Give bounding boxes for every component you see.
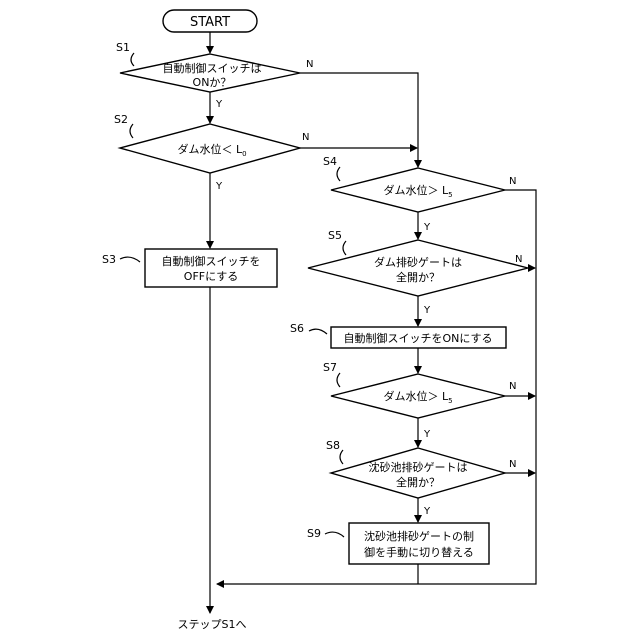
label-leader — [340, 450, 343, 464]
svg-text:全開か？: 全開か？ — [396, 270, 440, 284]
svg-text:ONか？: ONか？ — [193, 76, 232, 89]
svg-text:START: START — [190, 15, 230, 30]
yes-label: Y — [215, 181, 223, 192]
label-leader — [130, 124, 133, 138]
process-s9: 沈砂池排砂ゲートの制 御を手動に切り替える — [349, 523, 489, 564]
svg-text:沈砂池排砂ゲートは: 沈砂池排砂ゲートは — [369, 460, 468, 474]
decision-s4: ダム水位＞ L5 — [331, 168, 505, 212]
step-label-s7: S7 — [323, 361, 337, 374]
svg-text:ダム排砂ゲートは: ダム排砂ゲートは — [374, 255, 462, 269]
no-label: N — [509, 176, 516, 187]
label-leader — [343, 241, 346, 255]
step-label-s4: S4 — [323, 155, 337, 168]
step-label-s9: S9 — [307, 527, 321, 540]
step-label-s2: S2 — [114, 113, 128, 126]
step-label-s1: S1 — [116, 41, 130, 54]
no-label: N — [306, 59, 313, 70]
yes-label: Y — [423, 222, 431, 233]
connector — [300, 73, 418, 146]
yes-label: Y — [423, 305, 431, 316]
decision-s2: ダム水位＜ L0 — [120, 124, 300, 173]
label-leader — [337, 373, 340, 387]
end-text: ステップS1へ — [178, 618, 247, 631]
decision-s7: ダム水位＞ L5 — [331, 374, 505, 418]
svg-text:自動制御スイッチをONにする: 自動制御スイッチをONにする — [344, 331, 493, 345]
label-leader — [120, 257, 140, 262]
label-leader — [131, 53, 134, 66]
yes-label: Y — [215, 99, 223, 110]
svg-text:沈砂池排砂ゲートの制: 沈砂池排砂ゲートの制 — [364, 529, 474, 543]
decision-s1: 自動制御スイッチは ONか？ — [120, 54, 300, 92]
process-s6: 自動制御スイッチをONにする — [331, 327, 506, 348]
label-leader — [337, 167, 340, 181]
svg-text:自動制御スイッチは: 自動制御スイッチは — [163, 61, 262, 75]
no-label: N — [515, 254, 522, 265]
yes-label: Y — [423, 429, 431, 440]
label-leader — [309, 329, 327, 334]
step-label-s3: S3 — [102, 253, 116, 266]
no-label: N — [302, 132, 309, 143]
yes-label: Y — [423, 506, 431, 517]
step-label-s5: S5 — [328, 229, 342, 242]
decision-s5: ダム排砂ゲートは 全開か？ — [308, 240, 528, 296]
svg-text:ダム水位＞ L5: ダム水位＞ L5 — [383, 183, 452, 199]
svg-text:OFFにする: OFFにする — [184, 270, 238, 283]
decision-s8: 沈砂池排砂ゲートは 全開か？ — [331, 448, 505, 498]
process-s3: 自動制御スイッチを OFFにする — [145, 249, 277, 287]
svg-text:ダム水位＜ L0: ダム水位＜ L0 — [177, 142, 246, 158]
step-label-s8: S8 — [326, 439, 340, 452]
svg-text:全開か？: 全開か？ — [396, 475, 440, 489]
svg-text:御を手動に切り替える: 御を手動に切り替える — [364, 545, 474, 559]
no-label: N — [509, 459, 516, 470]
label-leader — [325, 532, 344, 537]
start-terminal: START — [163, 10, 257, 32]
svg-text:ダム水位＞ L5: ダム水位＞ L5 — [383, 389, 452, 405]
step-label-s6: S6 — [290, 322, 304, 335]
no-label: N — [509, 381, 516, 392]
svg-text:自動制御スイッチを: 自動制御スイッチを — [162, 254, 261, 268]
